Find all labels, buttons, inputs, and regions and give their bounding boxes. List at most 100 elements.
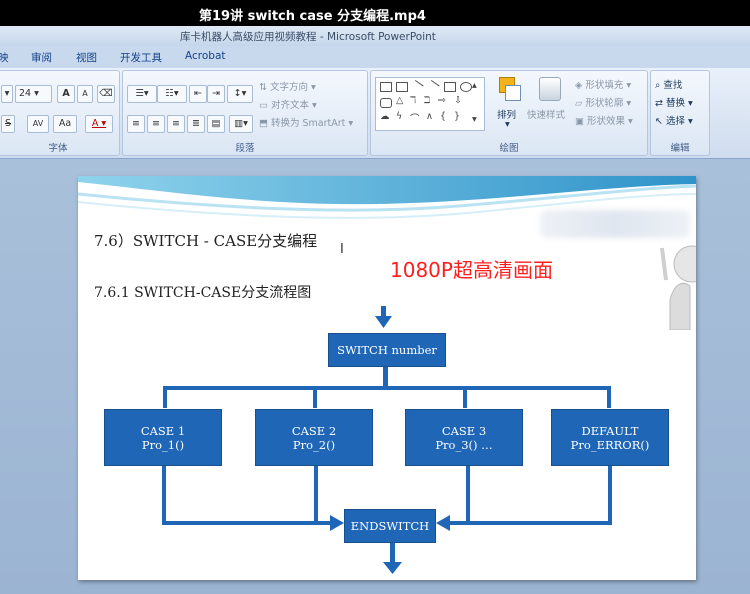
justify-button[interactable]: ≣ (187, 115, 205, 133)
slide-heading: 7.6）SWITCH - CASE分支编程 (94, 232, 318, 250)
case3-box: CASE 3 Pro_3() … (405, 409, 523, 466)
slide-canvas[interactable]: 7.6）SWITCH - CASE分支编程 I 7.6.1 SWITCH-CAS… (78, 176, 696, 580)
clear-format-button[interactable]: ⌫ (97, 85, 115, 103)
arc-shape-icon[interactable]: ⌒ (410, 114, 420, 125)
endswitch-box: ENDSWITCH (344, 509, 436, 543)
case-label: CASE 1 (140, 423, 186, 438)
flowchart-connectors (162, 306, 612, 574)
rounded-rect-shape-icon[interactable] (380, 98, 392, 108)
numbering-button[interactable]: ☷▾ (157, 85, 187, 103)
text-cursor-icon: I (340, 242, 344, 257)
video-title: 第19讲 switch case 分支编程.mp4 (199, 9, 426, 24)
ribbon: ▾ 24 ▾ A A ⌫ S AV Aa A ▾ 字体 ☰▾ ☷▾ ⇤ ⇥ ↕▾… (0, 68, 750, 159)
arrow-line-shape-icon[interactable] (426, 79, 440, 94)
app-title-bar: 库卡机器人高级应用视频教程 - Microsoft PowerPoint (0, 26, 750, 46)
curve-shape-icon[interactable]: ∧ (426, 111, 433, 122)
decrease-indent-button[interactable]: ⇤ (189, 85, 207, 103)
tab-view[interactable]: 视图 (76, 52, 97, 64)
font-name-dropdown[interactable]: ▾ (1, 85, 13, 103)
textbox-shape-icon[interactable] (380, 82, 392, 92)
right-brace-shape-icon[interactable]: } (454, 111, 461, 122)
find-button[interactable]: ⌕ 查找 (655, 80, 683, 91)
align-text-button[interactable]: ▭ 对齐文本 ▾ (259, 100, 317, 111)
ribbon-tabs: 映 审阅 视图 开发工具 Acrobat (0, 46, 750, 68)
case-label: CASE 3 (441, 423, 487, 438)
align-center-button[interactable]: ≡ (147, 115, 165, 133)
tab-slideshow[interactable]: 映 (0, 52, 9, 64)
switch-box: SWITCH number (328, 333, 446, 367)
case-label: DEFAULT (581, 423, 639, 438)
align-left-button[interactable]: ≡ (127, 115, 145, 133)
arrange-button[interactable]: 排列 ▾ (493, 77, 523, 131)
slide-wave-header (78, 176, 696, 219)
video-title-bar: 第19讲 switch case 分支编程.mp4 (0, 0, 750, 26)
shapes-gallery[interactable]: △ ℸ ℶ ⇨ ⇩ ☁ ϟ ⌒ ∧ { } ▴ ▾ (375, 77, 485, 131)
replace-icon: ⇄ (655, 98, 663, 109)
down-arrow-shape-icon[interactable]: ⇩ (454, 95, 462, 106)
case-procedure: Pro_1() (141, 437, 185, 452)
line-shape-icon[interactable] (410, 79, 424, 94)
case-procedure: Pro_2() (292, 437, 336, 452)
shape-effects-button[interactable]: ▣ 形状效果 ▾ (575, 116, 633, 127)
lightning-shape-icon[interactable]: ϟ (396, 111, 403, 122)
case-procedure: Pro_3() … (435, 437, 493, 452)
tab-acrobat[interactable]: Acrobat (185, 50, 226, 62)
case1-box: CASE 1 Pro_1() (104, 409, 222, 466)
increase-indent-button[interactable]: ⇥ (207, 85, 225, 103)
bullets-button[interactable]: ☰▾ (127, 85, 157, 103)
rectangle-shape-icon[interactable] (444, 82, 456, 92)
binoculars-icon: ⌕ (655, 80, 661, 91)
default-box: DEFAULT Pro_ERROR() (551, 409, 669, 466)
shrink-font-button[interactable]: A (77, 85, 93, 103)
align-right-button[interactable]: ≡ (167, 115, 185, 133)
quick-styles-button[interactable]: 快速样式 (527, 77, 571, 131)
columns-button[interactable]: ▥▾ (229, 115, 253, 133)
vertical-textbox-shape-icon[interactable] (396, 82, 408, 92)
endswitch-label: ENDSWITCH (350, 519, 430, 533)
case2-box: CASE 2 Pro_2() (255, 409, 373, 466)
shape-outline-button[interactable]: ▱ 形状轮廓 ▾ (575, 98, 632, 109)
replace-button[interactable]: ⇄ 替换 ▾ (655, 98, 693, 109)
font-color-button[interactable]: A ▾ (85, 115, 113, 133)
left-brace-shape-icon[interactable]: { (440, 111, 447, 122)
elbow-arrow-shape-icon[interactable]: ℶ (424, 95, 431, 106)
gallery-more-icon[interactable]: ▾ (472, 114, 477, 125)
resolution-overlay: 1080P超高清画面 (390, 258, 553, 282)
distribute-button[interactable]: ▤ (207, 115, 225, 133)
editing-group: ⌕ 查找 ⇄ 替换 ▾ ↖ 选择 ▾ 编辑 (650, 70, 710, 156)
drawing-group: △ ℸ ℶ ⇨ ⇩ ☁ ϟ ⌒ ∧ { } ▴ ▾ 排列 ▾ 快速样式 ◈ 形状… (370, 70, 648, 156)
gallery-scroll-up-icon[interactable]: ▴ (472, 80, 477, 91)
line-spacing-button[interactable]: ↕▾ (227, 85, 253, 103)
select-button[interactable]: ↖ 选择 ▾ (655, 116, 693, 127)
window-title: 库卡机器人高级应用视频教程 - Microsoft PowerPoint (180, 31, 436, 43)
tab-review[interactable]: 审阅 (31, 52, 52, 64)
presenter-figure-icon (660, 245, 696, 330)
editing-group-label: 编辑 (670, 143, 690, 154)
strikethrough-button[interactable]: S (1, 115, 15, 133)
switch-label: SWITCH number (337, 343, 437, 357)
grow-font-button[interactable]: A (57, 85, 75, 103)
convert-smartart-button[interactable]: ⬒ 转换为 SmartArt ▾ (259, 118, 354, 129)
paragraph-group: ☰▾ ☷▾ ⇤ ⇥ ↕▾ ≡ ≡ ≡ ≣ ▤ ▥▾ ⇅ 文字方向 ▾ ▭ 对齐文… (122, 70, 368, 156)
text-direction-button[interactable]: ⇅ 文字方向 ▾ (259, 82, 316, 93)
quick-styles-icon (539, 77, 561, 101)
char-spacing-button[interactable]: AV (27, 115, 49, 133)
cursor-icon: ↖ (655, 116, 663, 127)
drawing-group-label: 绘图 (499, 143, 519, 154)
font-group-label: 字体 (48, 143, 68, 154)
right-arrow-shape-icon[interactable]: ⇨ (438, 95, 446, 106)
tab-developer[interactable]: 开发工具 (120, 52, 162, 64)
cloud-shape-icon[interactable]: ☁ (380, 111, 390, 122)
blurred-watermark (540, 210, 690, 238)
shape-fill-button[interactable]: ◈ 形状填充 ▾ (575, 80, 632, 91)
oval-shape-icon[interactable] (460, 82, 472, 92)
change-case-button[interactable]: Aa (53, 115, 77, 133)
paragraph-group-label: 段落 (235, 143, 255, 154)
case-procedure: Pro_ERROR() (570, 437, 650, 452)
font-group: ▾ 24 ▾ A A ⌫ S AV Aa A ▾ 字体 (0, 70, 120, 156)
font-size-dropdown[interactable]: 24 ▾ (15, 85, 52, 103)
elbow-connector-shape-icon[interactable]: ℸ (410, 95, 417, 106)
triangle-shape-icon[interactable]: △ (396, 95, 404, 106)
case-label: CASE 2 (291, 423, 337, 438)
font-size-value: 24 (19, 88, 32, 99)
